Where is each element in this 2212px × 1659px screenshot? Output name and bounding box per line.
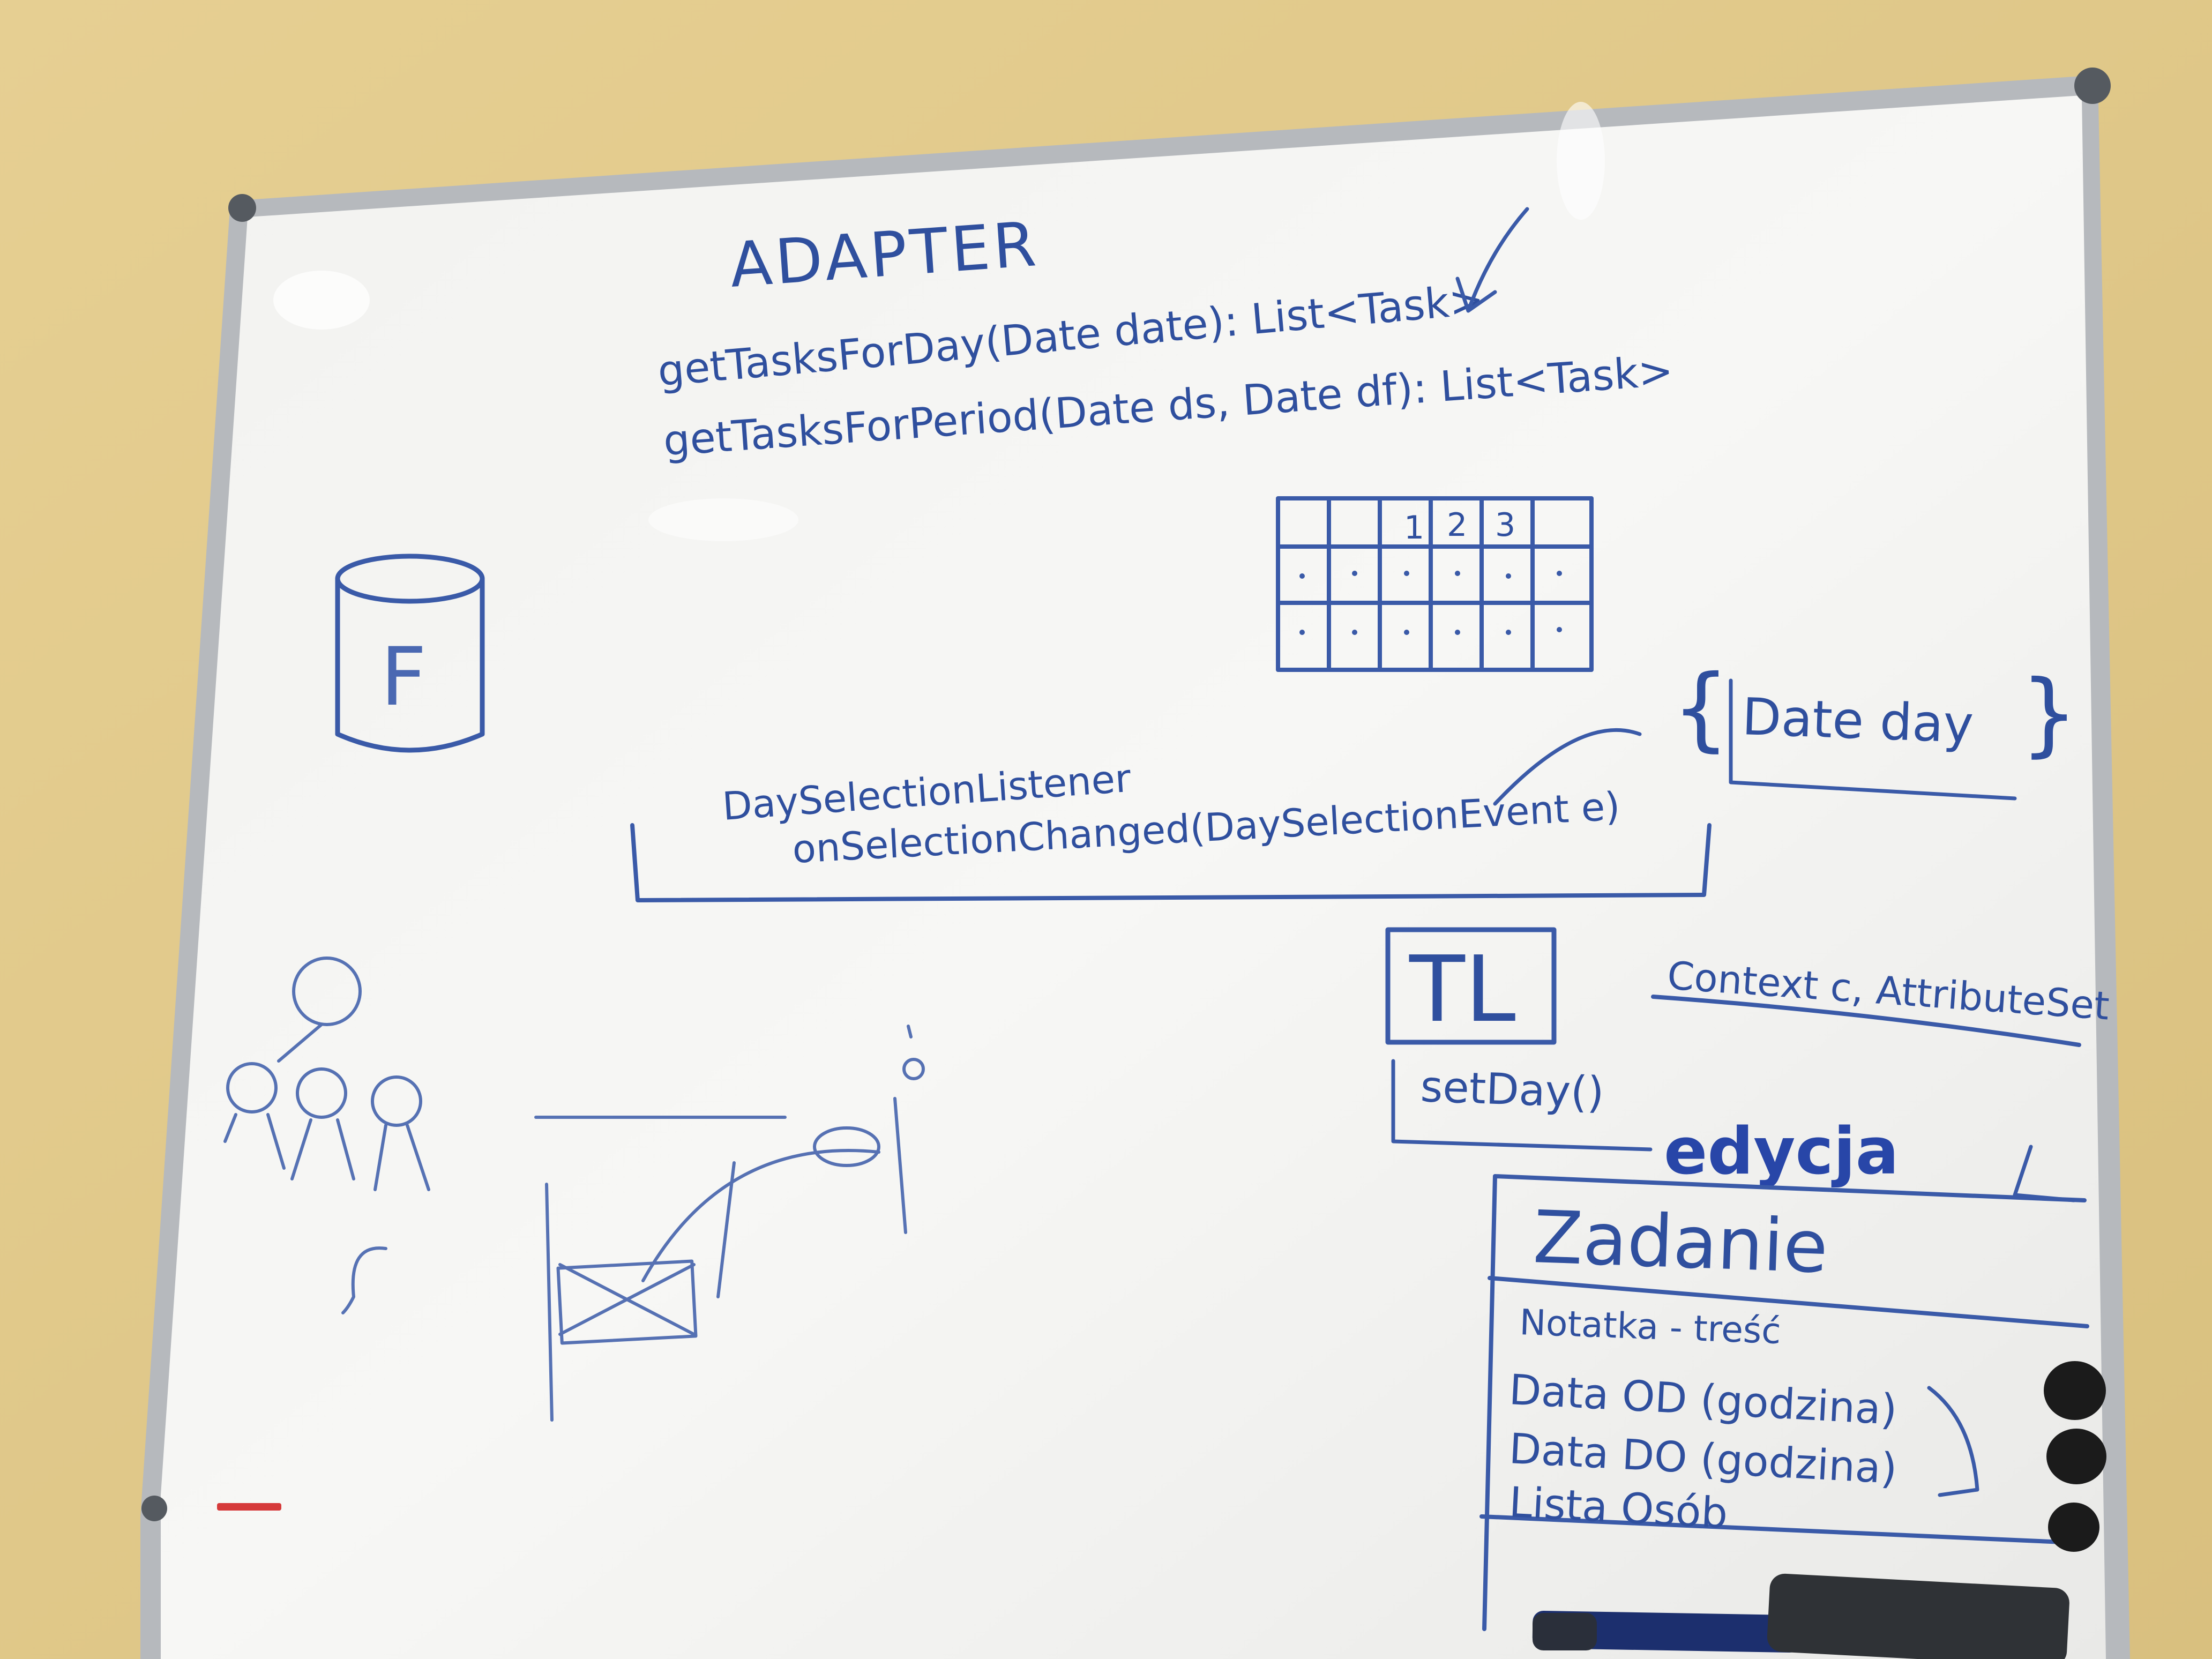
frame-corner-top-right bbox=[2074, 68, 2111, 104]
set-day-bracket bbox=[1391, 1059, 1653, 1152]
arrow-down-icon bbox=[1455, 207, 1529, 313]
board-surface bbox=[161, 95, 2106, 1659]
people-sketch bbox=[223, 956, 430, 1314]
constructor-underline bbox=[1651, 995, 2081, 1047]
marker-cap bbox=[1533, 1613, 1597, 1650]
entity-field: Notatka - treść bbox=[1519, 1302, 1781, 1352]
calendar-number: 2 bbox=[1447, 506, 1467, 544]
edycja-label: edycja bbox=[1664, 1115, 1899, 1189]
magnet-icon bbox=[2048, 1503, 2099, 1552]
brace-content: Date day bbox=[1741, 687, 1975, 754]
entity-brace bbox=[1927, 1386, 1979, 1497]
brace-open: { bbox=[1672, 655, 1730, 761]
tl-box bbox=[1385, 927, 1557, 1045]
glare bbox=[1557, 102, 1605, 220]
eraser bbox=[1767, 1573, 2069, 1659]
field-sketch bbox=[534, 1025, 925, 1422]
frame-corner-top-left bbox=[228, 194, 256, 222]
marker-pen bbox=[1532, 1610, 1801, 1653]
frame-corner-bottom-left bbox=[141, 1496, 167, 1521]
tl-label: TL bbox=[1409, 937, 1516, 1043]
calendar-number: 3 bbox=[1495, 506, 1515, 544]
glare bbox=[273, 271, 370, 330]
calendar-number: 1 bbox=[1404, 509, 1424, 547]
brace-close: } bbox=[2020, 661, 2078, 767]
calendar-marks bbox=[1299, 571, 1562, 635]
calendar-grid bbox=[1276, 496, 1594, 672]
entity-title: Zadanie bbox=[1532, 1195, 1829, 1289]
glare bbox=[648, 498, 798, 541]
brand-sticker bbox=[217, 1503, 281, 1511]
arrow-curve-icon bbox=[1493, 728, 1642, 806]
entity-field: Lista Osób bbox=[1508, 1478, 1729, 1538]
listener-bracket bbox=[630, 823, 1712, 902]
magnet-icon bbox=[2046, 1429, 2106, 1484]
set-day: setDay() bbox=[1419, 1062, 1605, 1118]
magnet-icon bbox=[2044, 1361, 2106, 1420]
database-icon bbox=[335, 554, 485, 753]
entity-box bbox=[1479, 1174, 2089, 1631]
database-label: F bbox=[380, 631, 427, 724]
brace-underline bbox=[1729, 678, 2017, 801]
